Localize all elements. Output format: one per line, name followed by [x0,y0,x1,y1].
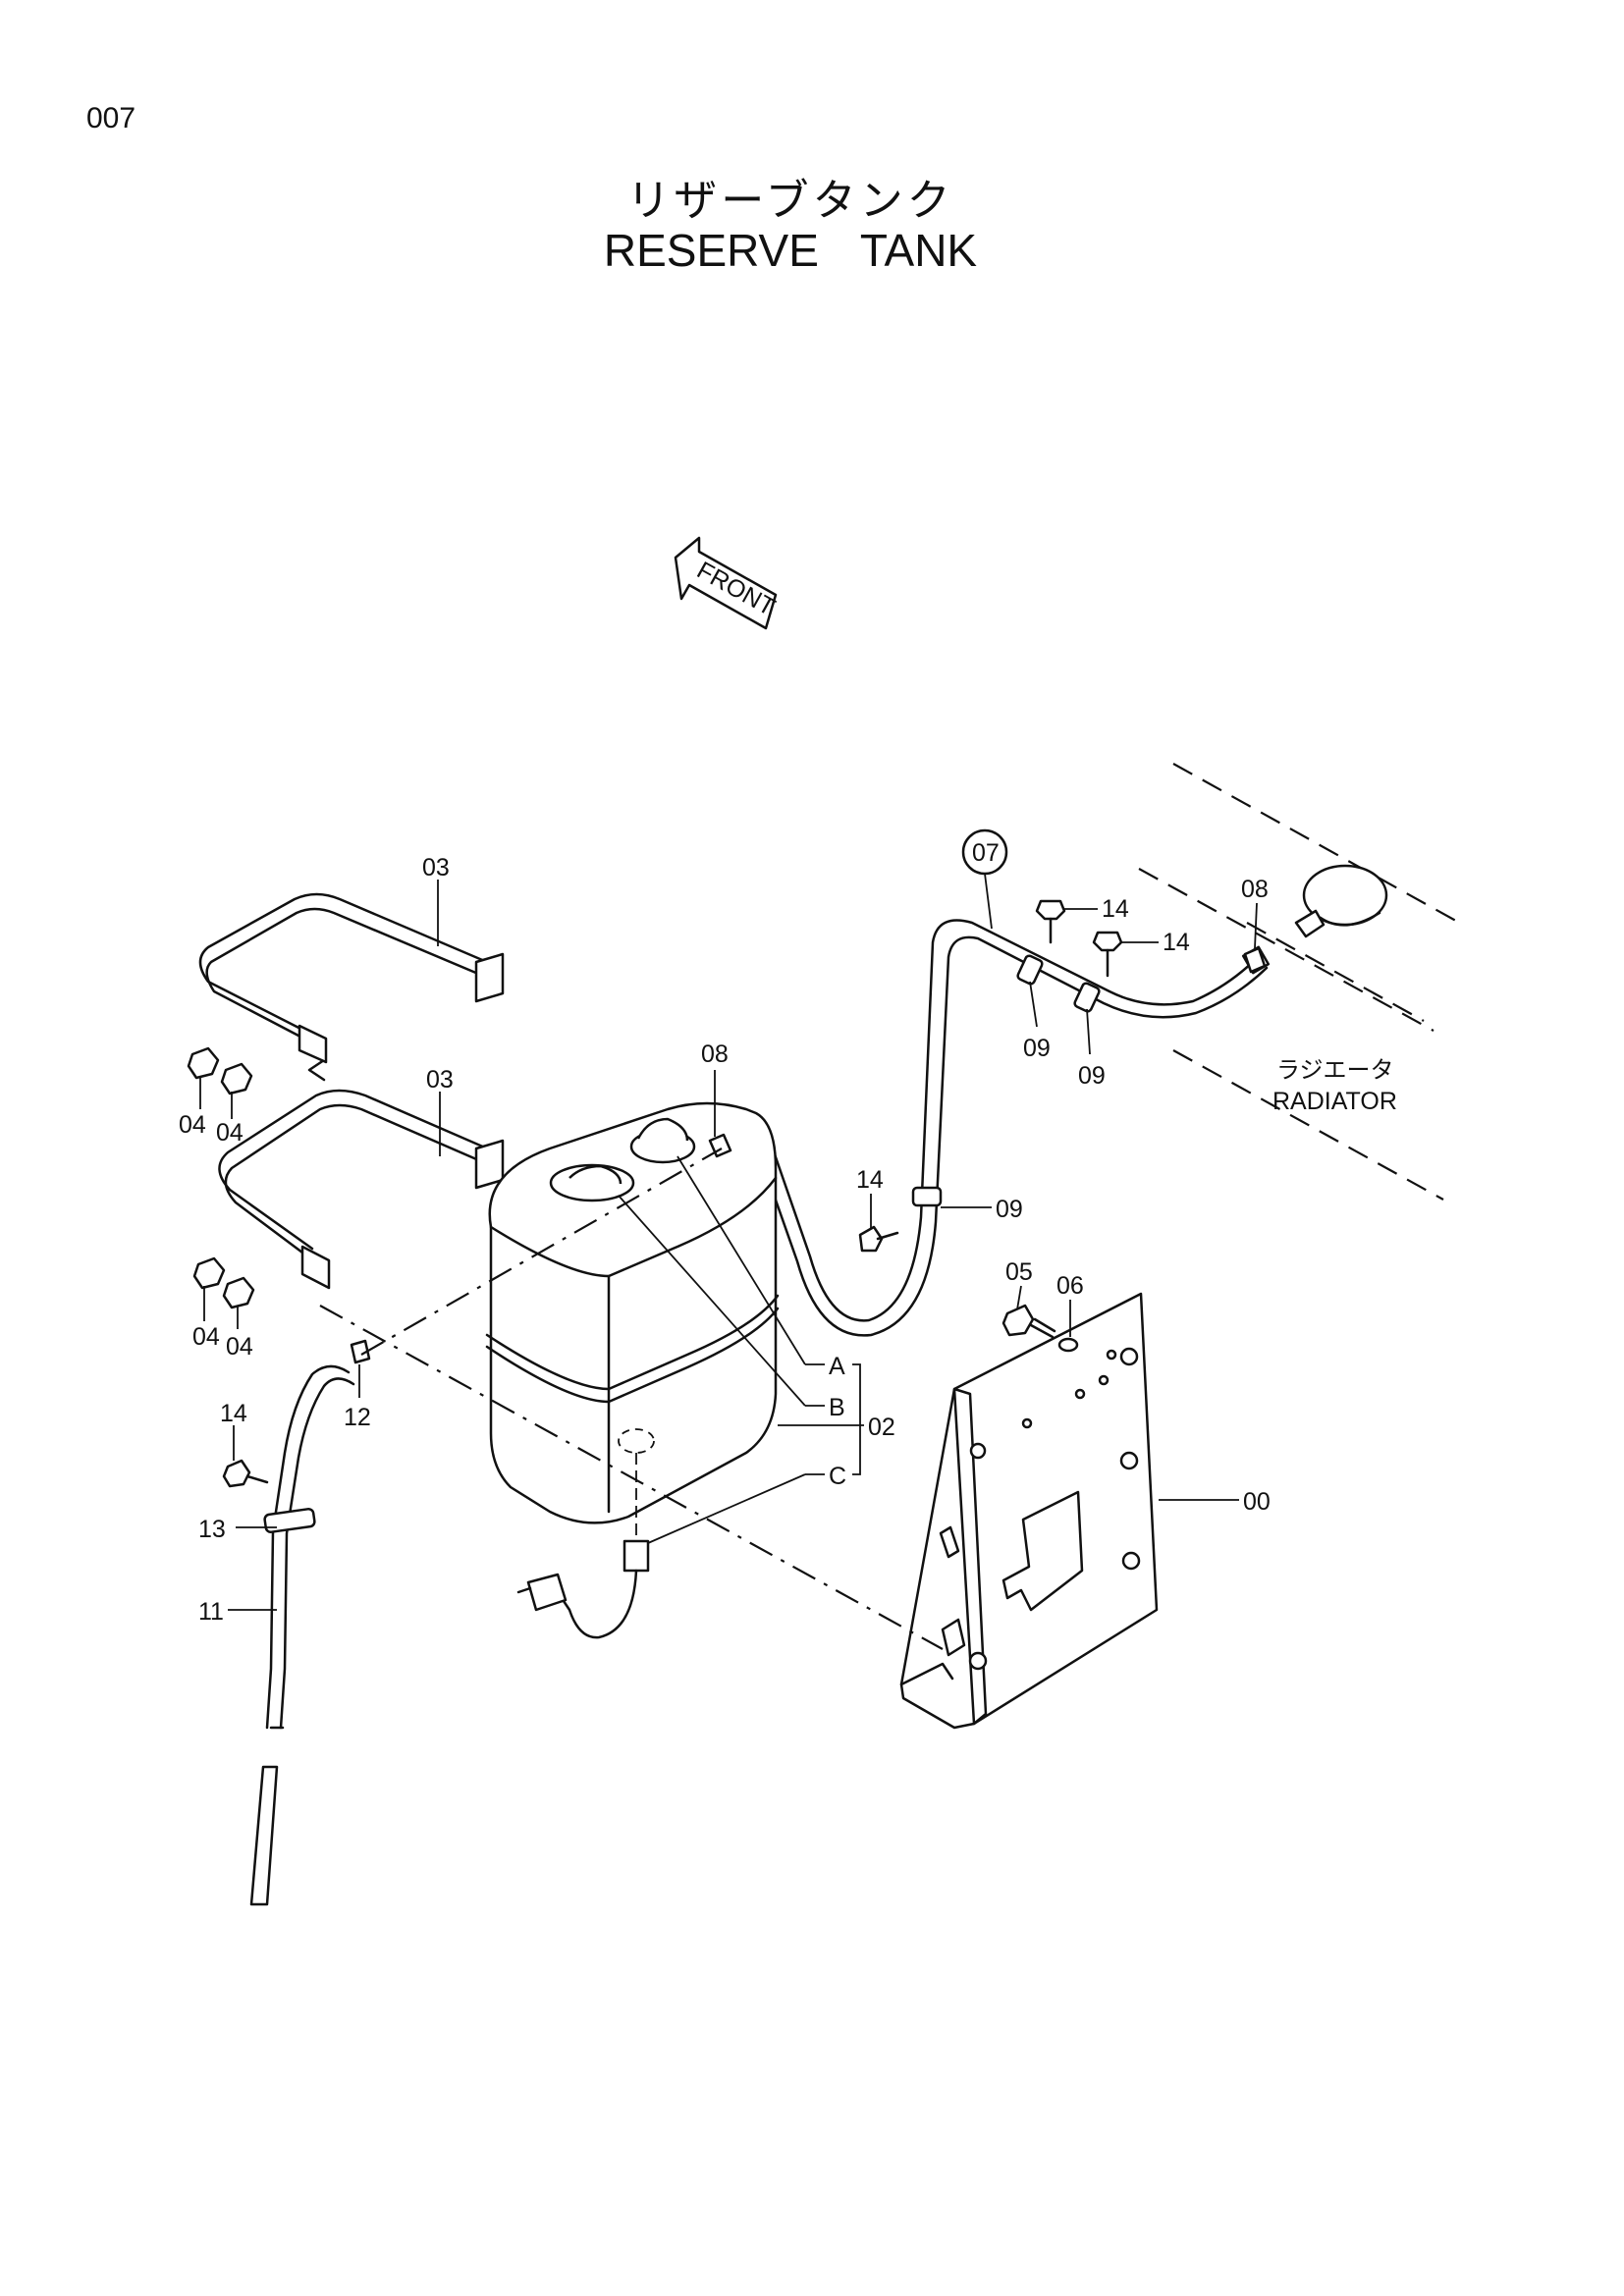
callout-08-radiator: 08 [1241,876,1269,903]
callout-13: 13 [198,1516,226,1543]
callout-03-upper: 03 [422,854,450,881]
callout-14-upper: 14 [1102,895,1129,923]
bolt-14-hose [222,1459,269,1488]
nut-04-b [220,1062,253,1095]
hose-clip-08-radiator [1243,946,1267,974]
tank-strap-upper [198,892,505,1082]
nut-04-a [187,1046,220,1080]
ref-a-label: A [829,1353,845,1380]
callout-06: 06 [1056,1272,1084,1300]
alignment-lines [319,1148,944,1650]
ref-b-label: B [829,1394,845,1421]
callout-14-hose: 14 [220,1400,247,1427]
page-number: 007 [86,102,136,134]
callout-04-d: 04 [226,1333,253,1361]
overflow-hose-07 [716,919,1271,1337]
hose-clip-08-tank [708,1133,732,1158]
nut-04-d [222,1276,255,1309]
radiator-outline [1138,763,1464,1201]
title-english: RESERVE TANK [603,225,978,276]
hose-clip-12 [350,1339,371,1364]
drain-hose-11 [249,1364,355,1906]
bolt-05 [1001,1304,1056,1339]
callout-04-b: 04 [216,1119,244,1147]
radiator-cap [1294,864,1388,938]
callout-11: 11 [198,1598,224,1626]
bolt-14-upper [1035,899,1066,944]
callout-00: 00 [1243,1488,1271,1516]
callout-04-a: 04 [179,1111,206,1139]
callout-14-tank: 14 [856,1166,884,1194]
callout-12: 12 [344,1404,371,1431]
callout-09-b: 09 [1078,1062,1106,1090]
nut-04-c [192,1256,226,1290]
callout-09-c: 09 [996,1196,1023,1223]
callout-09-a: 09 [1023,1035,1051,1062]
leader-lines [199,873,1258,1611]
callout-02: 02 [868,1414,895,1441]
mounting-bracket-00 [899,1292,1159,1730]
washer-06 [1057,1337,1079,1353]
title-japanese: リザーブタンク [626,176,954,226]
callout-03-lower: 03 [426,1066,454,1094]
radiator-label-en: RADIATOR [1272,1088,1397,1115]
front-arrow-icon: FRONT [674,536,780,630]
ref-c-label: C [829,1463,846,1490]
bolt-14-lower [1092,931,1123,978]
callout-08-tank: 08 [701,1041,729,1068]
callout-04-c: 04 [192,1323,220,1351]
callout-07-circle: 07 [961,828,1008,876]
tank-strap-lower [218,1089,505,1290]
bolt-14-tank [858,1225,899,1253]
reserve-tank-body [485,1101,780,1573]
level-sensor-harness [516,1569,638,1639]
radiator-label-jp: ラジエータ [1276,1056,1394,1084]
callout-05: 05 [1005,1258,1033,1286]
callout-07: 07 [972,839,1000,867]
callout-14-lower: 14 [1163,929,1190,956]
